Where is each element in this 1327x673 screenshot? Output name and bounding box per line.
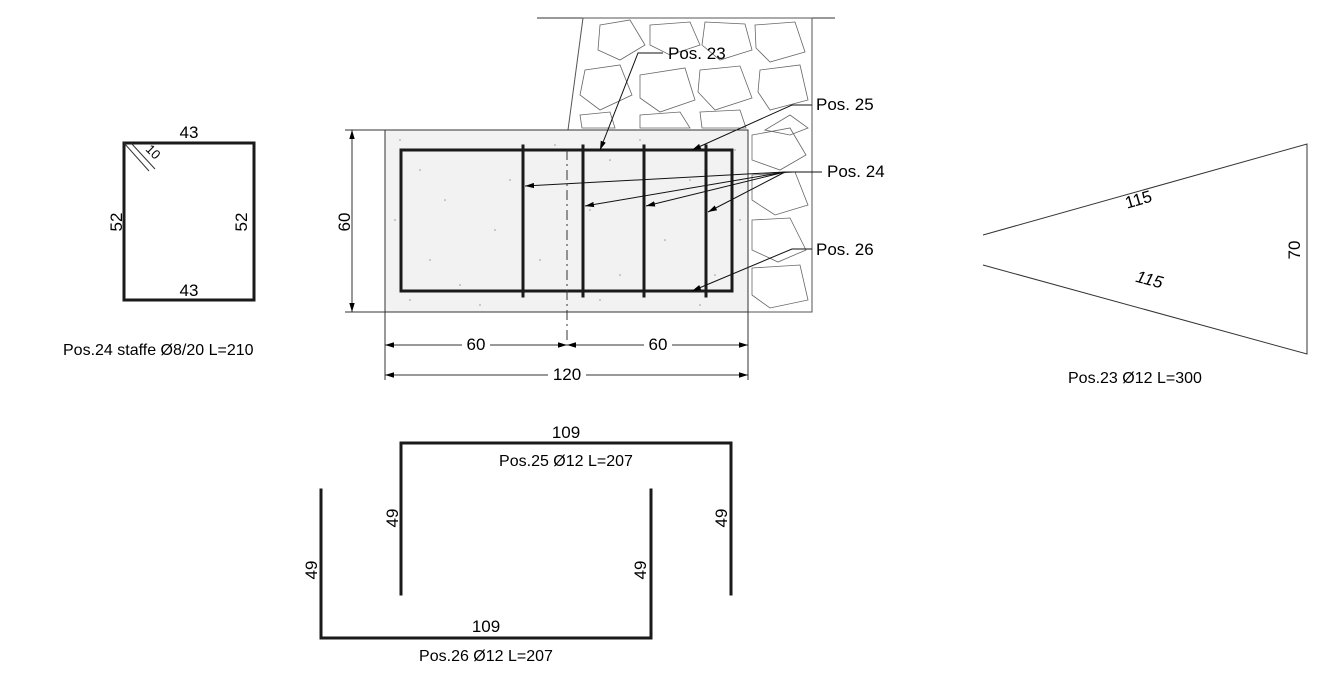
dim-height: 60 [335, 213, 354, 232]
triangle-caption: Pos.23 Ø12 L=300 [1068, 370, 1202, 387]
bar25-shape [399, 441, 733, 596]
bar25-dim-length: 109 [552, 423, 580, 442]
triangle-bars [982, 143, 1308, 355]
dim-right-width: 60 [649, 335, 668, 354]
bar-pos25-shape: 109 Pos.25 Ø12 L=207 49 49 [383, 423, 733, 596]
stirrup-dim-bottom: 43 [180, 281, 199, 300]
bar26-dim-right: 49 [631, 561, 650, 580]
leader-pos26 [691, 248, 812, 292]
bar26-caption: Pos.26 Ø12 L=207 [419, 648, 553, 665]
label-pos23: Pos. 23 [668, 44, 726, 63]
bar-pos26-shape: 109 Pos.26 Ø12 L=207 49 49 [302, 488, 653, 665]
leader-pos25 [691, 104, 812, 151]
stirrup-dim-left: 52 [107, 213, 126, 232]
bar-pos23-shape: 115 115 70 Pos.23 Ø12 L=300 [982, 143, 1308, 387]
stirrup-hook [123, 142, 150, 172]
bar25-dim-right: 49 [712, 509, 731, 528]
stirrup-caption: Pos.24 staffe Ø8/20 L=210 [63, 342, 254, 359]
label-pos24: Pos. 24 [827, 162, 885, 181]
stirrup-dim-right: 52 [232, 213, 251, 232]
label-pos25: Pos. 25 [816, 95, 874, 114]
bar26-dim-left: 49 [302, 561, 321, 580]
cross-section: Pos. 23 Pos. 25 Pos. 24 Pos. 26 60 60 60… [335, 17, 885, 384]
triangle-dim-height: 70 [1285, 241, 1304, 260]
bar25-dim-left: 49 [383, 509, 402, 528]
triangle-dim-top: 115 [1123, 187, 1154, 213]
stirrup-dim-top: 43 [180, 123, 199, 142]
dim-total-width: 120 [553, 365, 581, 384]
leader-pos23 [599, 52, 663, 151]
dim-left-width: 60 [467, 335, 486, 354]
leader-pos24 [645, 171, 786, 207]
bar26-shape [319, 488, 653, 640]
label-pos26: Pos. 26 [816, 240, 874, 259]
concrete-section [384, 129, 749, 313]
leader-pos24 [524, 171, 786, 189]
triangle-dim-bottom: 115 [1134, 267, 1166, 293]
concrete-speckle [394, 139, 741, 306]
bar26-dim-length: 109 [472, 617, 500, 636]
leader-pos24 [584, 171, 786, 208]
stirrup-shape [122, 141, 256, 302]
leader-pos24 [707, 171, 786, 213]
bar25-caption: Pos.25 Ø12 L=207 [499, 453, 633, 470]
stirrup-pos24: 43 43 52 52 10 Pos.24 staffe Ø8/20 L=210 [63, 123, 256, 359]
stone-pattern [579, 19, 809, 309]
stirrup-hook [130, 142, 156, 170]
